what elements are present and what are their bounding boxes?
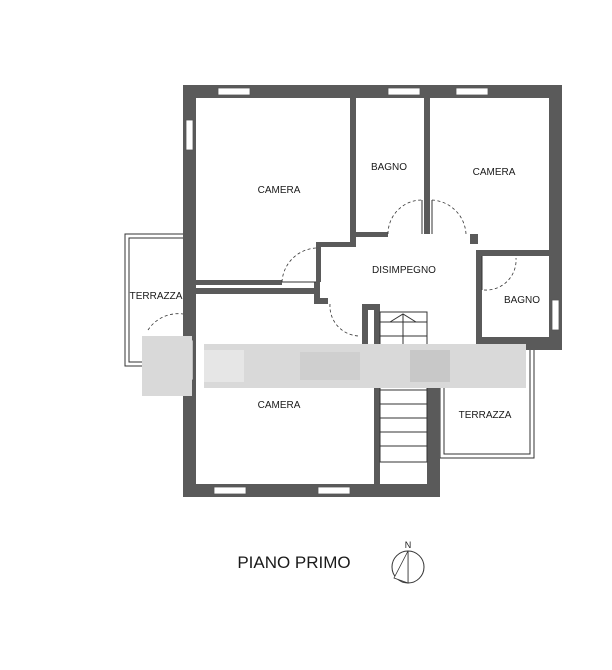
compass-north-label: N — [405, 540, 412, 550]
room-label-camera-sw: CAMERA — [258, 400, 301, 411]
north-compass-icon: N — [391, 540, 425, 584]
door-swings — [147, 199, 517, 337]
room-label-bagno-e: BAGNO — [504, 295, 540, 306]
room-label-camera-nw: CAMERA — [258, 185, 301, 196]
room-label-camera-ne: CAMERA — [473, 167, 516, 178]
room-label-terrazza-w: TERRAZZA — [130, 291, 183, 302]
room-label-bagno-n: BAGNO — [371, 162, 407, 173]
room-label-disimpegno: DISIMPEGNO — [372, 265, 436, 276]
plan-title: PIANO PRIMO — [237, 553, 350, 572]
interior-walls — [196, 98, 550, 340]
room-label-terrazza-se: TERRAZZA — [459, 410, 512, 421]
redacted-band — [142, 336, 526, 396]
